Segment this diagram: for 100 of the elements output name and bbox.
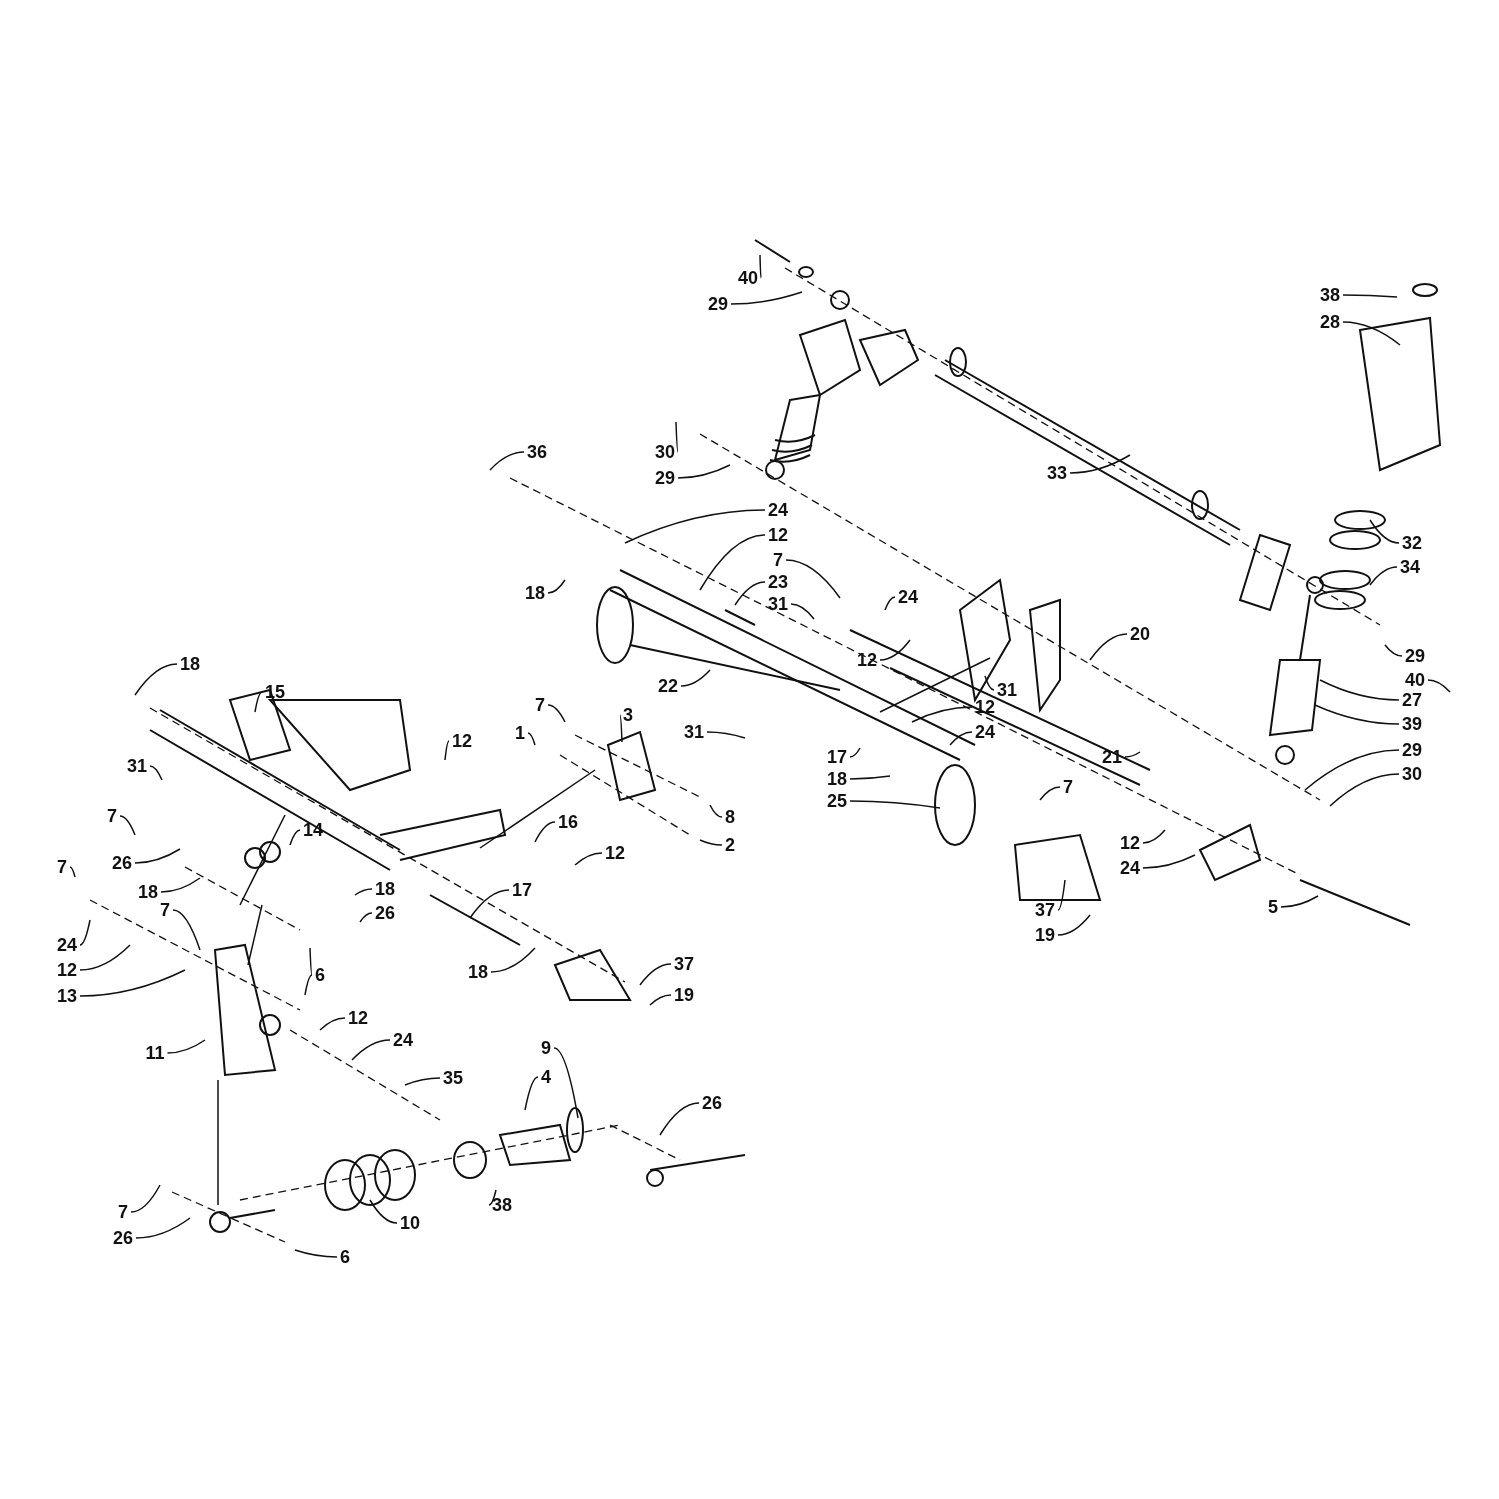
callout-number: 12	[348, 1009, 369, 1027]
callout-number: 25	[827, 792, 848, 810]
leader-line	[134, 663, 178, 696]
leader-line	[1342, 294, 1398, 298]
leader-line	[351, 1039, 391, 1061]
callout-number: 18	[827, 770, 848, 788]
leader-line	[759, 254, 762, 279]
leader-line	[359, 912, 373, 923]
leader-line	[369, 1199, 398, 1224]
leader-line	[1329, 773, 1400, 807]
leader-line	[790, 603, 815, 620]
leader-line	[1319, 679, 1400, 701]
callout-number: 20	[1130, 625, 1151, 643]
callout-number: 11	[145, 1044, 165, 1062]
leader-line	[619, 714, 623, 743]
leader-line	[649, 994, 672, 1006]
callout-number: 19	[674, 986, 695, 1004]
callout-number: 24	[975, 723, 996, 741]
leader-line	[1280, 895, 1319, 908]
callout-number: 30	[1402, 765, 1423, 783]
callout-number: 29	[708, 295, 729, 313]
callout-number: 8	[725, 808, 735, 826]
callout-number: 38	[1320, 286, 1341, 304]
leader-line	[1314, 704, 1400, 725]
leader-line	[79, 919, 91, 946]
leader-line	[949, 731, 973, 746]
callout-number: 37	[1035, 901, 1056, 919]
callout-number: 32	[1402, 534, 1423, 552]
leader-line	[309, 947, 313, 976]
callout-number: 24	[393, 1031, 414, 1049]
leader-line	[699, 534, 766, 591]
leader-line	[553, 1047, 579, 1119]
leader-line	[160, 877, 201, 893]
callout-number: 18	[525, 584, 546, 602]
callout-number: 24	[898, 588, 919, 606]
leader-line	[1142, 829, 1166, 844]
leader-line	[730, 291, 803, 305]
callout-number: 22	[658, 677, 679, 695]
leader-line	[1057, 879, 1066, 911]
leader-line	[149, 765, 163, 781]
leader-line	[1142, 854, 1196, 869]
callout-number: 3	[623, 706, 633, 724]
leader-line	[527, 732, 536, 746]
callout-number: 18	[468, 963, 489, 981]
leader-line	[1124, 751, 1141, 758]
callout-number: 2	[725, 836, 735, 854]
leader-line	[489, 451, 525, 471]
leader-line	[849, 747, 861, 758]
callout-number: 19	[1035, 926, 1056, 944]
leader-line	[1039, 786, 1061, 801]
callout-number: 7	[160, 901, 170, 919]
callout-number: 4	[541, 1068, 551, 1086]
callout-number: 7	[535, 696, 545, 714]
leader-line	[524, 1076, 539, 1111]
leader-line	[849, 775, 891, 780]
leader-line	[639, 963, 672, 986]
leader-line	[1342, 321, 1401, 346]
callout-number: 6	[315, 966, 325, 984]
callout-number: 17	[512, 881, 533, 899]
callout-number: 1	[515, 724, 525, 742]
callout-number: 30	[655, 443, 676, 461]
leader-line	[319, 1017, 346, 1031]
callout-number: 34	[1400, 558, 1421, 576]
leader-line	[1057, 914, 1091, 936]
leader-line	[699, 839, 723, 846]
callout-number: 40	[738, 269, 759, 287]
leader-line	[547, 579, 566, 594]
leader-line	[1089, 633, 1128, 661]
leader-line	[172, 909, 201, 951]
leader-line	[444, 740, 450, 761]
leader-line	[166, 1039, 206, 1054]
callout-number: 5	[1268, 898, 1278, 916]
callout-number: 12	[605, 844, 626, 862]
callout-number: 31	[127, 757, 148, 775]
callout-number: 12	[452, 732, 473, 750]
leader-line	[354, 888, 373, 896]
leader-line	[574, 852, 603, 866]
leader-line	[1384, 644, 1403, 657]
leader-line	[304, 974, 313, 996]
callout-number: 28	[1320, 313, 1341, 331]
callout-number: 10	[400, 1214, 421, 1232]
callout-number: 12	[57, 961, 78, 979]
leader-line	[79, 944, 131, 971]
callout-number: 26	[702, 1094, 723, 1112]
leader-line	[734, 581, 766, 606]
callout-number: 38	[492, 1196, 513, 1214]
leader-line	[677, 464, 731, 479]
callout-number: 9	[541, 1039, 551, 1057]
leader-line	[709, 804, 723, 818]
callout-number: 40	[1405, 671, 1426, 689]
leader-line	[69, 866, 76, 878]
leader-line	[884, 596, 896, 611]
callout-number: 27	[1402, 691, 1423, 709]
leader-line	[706, 731, 746, 739]
callout-number: 7	[107, 807, 117, 825]
callout-number: 33	[1047, 464, 1068, 482]
leader-line	[1427, 679, 1451, 693]
leader-line	[675, 421, 679, 453]
callout-number: 29	[1405, 647, 1426, 665]
leader-line	[294, 1249, 338, 1258]
